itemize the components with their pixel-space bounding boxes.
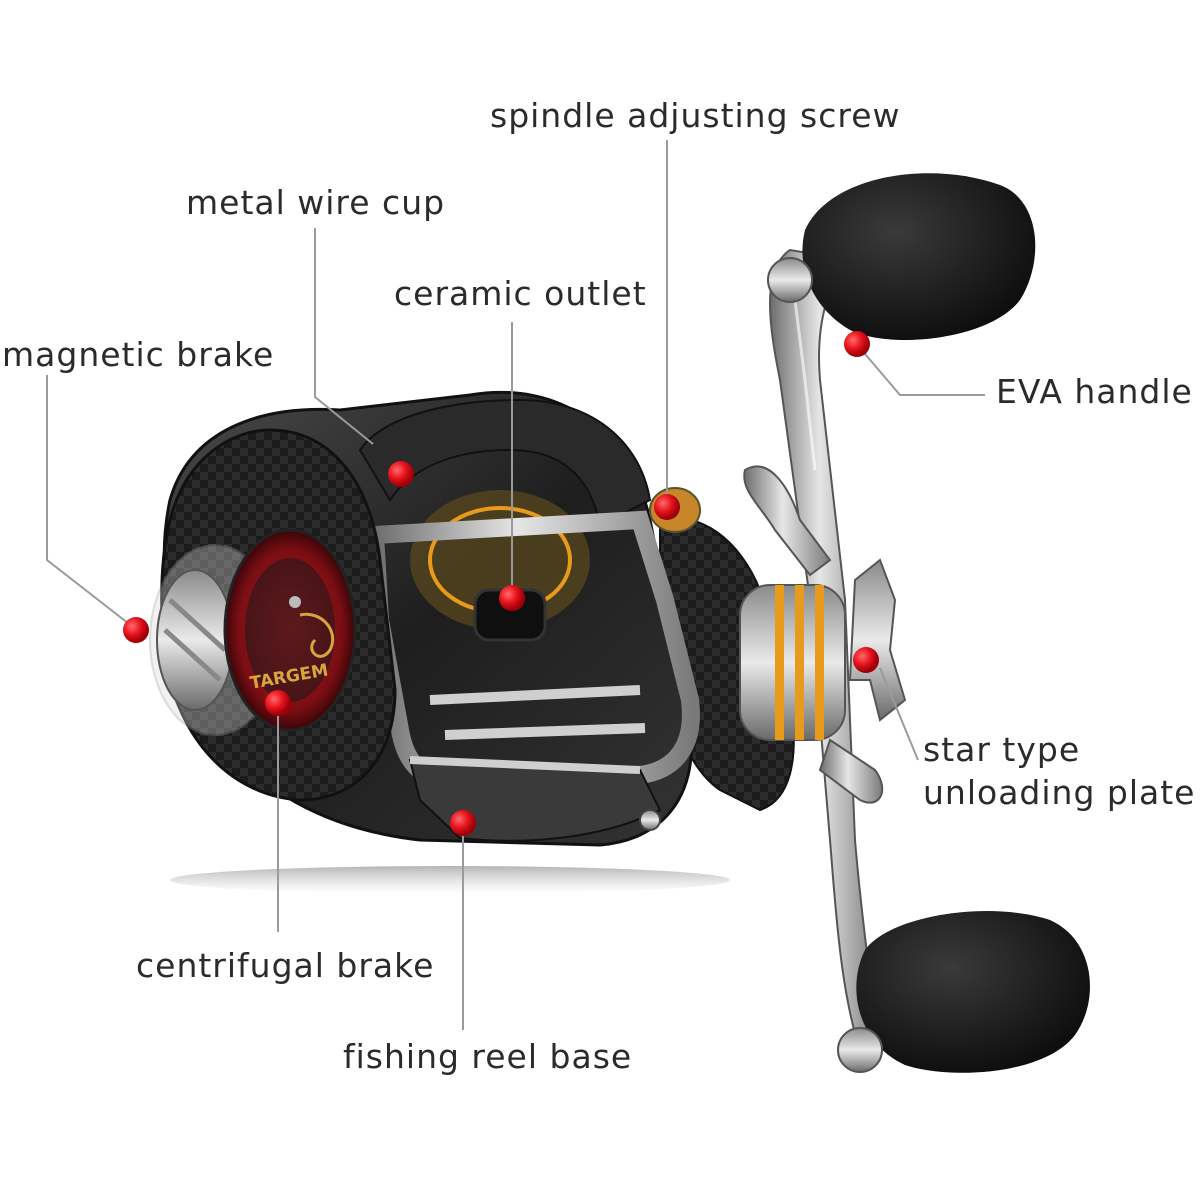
marker-fishing-reel-base — [450, 810, 476, 836]
ground-shadow — [170, 866, 730, 894]
eva-knob-bottom — [837, 911, 1090, 1073]
left-side-plate — [149, 428, 397, 802]
label-magnetic-brake: magnetic brake — [2, 335, 275, 374]
eva-knob-top — [767, 173, 1036, 340]
star-drag — [743, 465, 907, 804]
leader-star-type — [879, 667, 919, 761]
markers — [123, 331, 879, 836]
drag-hub — [739, 584, 846, 741]
leader-lines — [46, 140, 985, 1030]
label-eva-handle: EVA handle — [996, 372, 1193, 411]
label-star-type-line1: star type — [923, 730, 1081, 769]
label-fishing-reel-base: fishing reel base — [343, 1037, 633, 1076]
marker-metal-wire-cup — [388, 461, 414, 487]
label-star-type-unloading-plate: star type unloading plate — [923, 728, 1195, 814]
marker-ceramic-outlet — [499, 585, 525, 611]
label-centrifugal-brake: centrifugal brake — [136, 946, 435, 985]
label-ceramic-outlet: ceramic outlet — [394, 274, 647, 313]
marker-star-type — [853, 647, 879, 673]
marker-spindle — [654, 494, 680, 520]
marker-magnetic-brake — [123, 617, 149, 643]
label-star-type-line2: unloading plate — [923, 773, 1196, 812]
marker-centrifugal-brake — [265, 690, 291, 716]
leader-eva-handle — [859, 347, 985, 396]
label-metal-wire-cup: metal wire cup — [186, 183, 446, 222]
leader-metal-wire-cup — [314, 228, 374, 445]
marker-eva-handle — [844, 331, 870, 357]
label-spindle-adjusting-screw: spindle adjusting screw — [490, 96, 901, 135]
leader-magnetic-brake — [46, 375, 134, 628]
